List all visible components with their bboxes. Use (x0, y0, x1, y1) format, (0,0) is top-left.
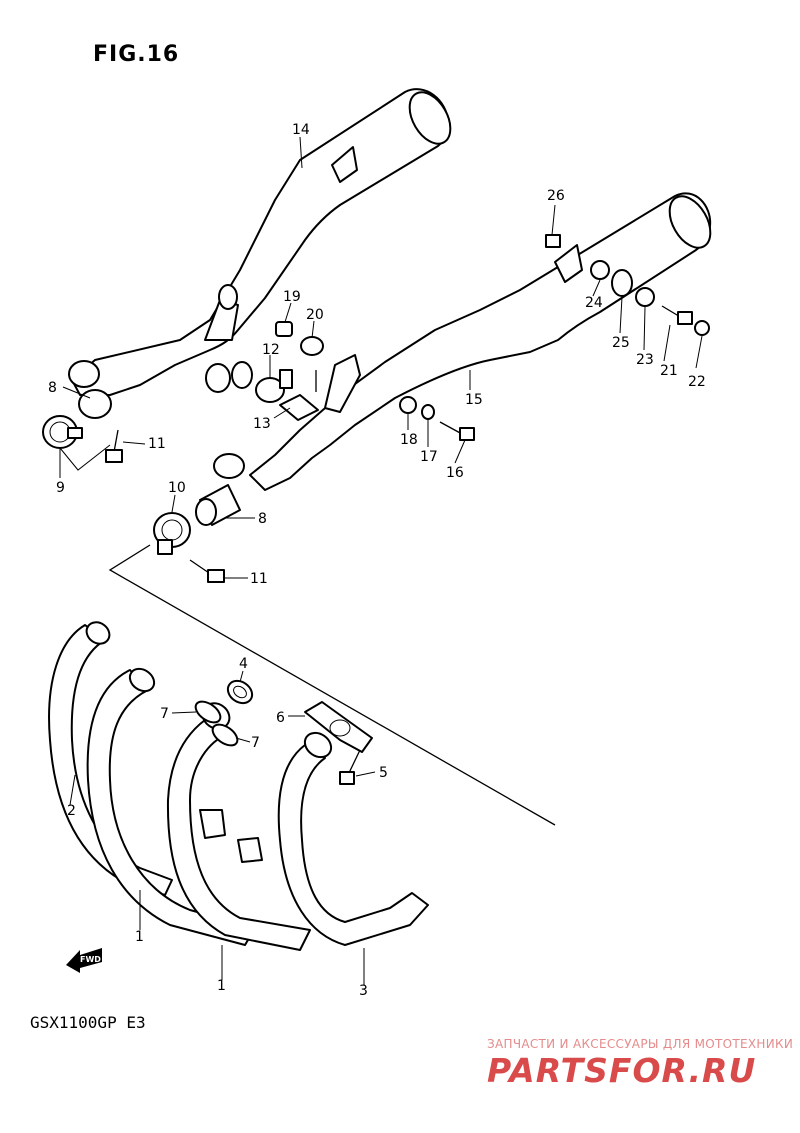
callout: 24 (585, 295, 603, 311)
callout: 4 (239, 656, 248, 672)
model-code: GSX1100GP E3 (30, 1013, 146, 1032)
callout: 8 (258, 511, 267, 527)
callout: 13 (253, 416, 271, 432)
svg-text:FWD: FWD (80, 955, 101, 964)
callout: 2 (67, 803, 76, 819)
flange-6 (304, 701, 373, 753)
cap-22 (694, 320, 710, 336)
callout: 15 (465, 392, 483, 408)
nut-26 (545, 234, 561, 248)
connector-pipe-8 (195, 484, 241, 526)
callout: 6 (276, 710, 285, 726)
callout: 25 (612, 335, 630, 351)
bolt-21 (661, 305, 693, 325)
callout: 7 (160, 706, 169, 722)
clamp-9 (42, 415, 83, 449)
watermark-subtitle: ЗАПЧАСТИ И АКСЕССУАРЫ ДЛЯ МОТОТЕХНИКИ (487, 1037, 794, 1051)
callout: 21 (660, 363, 678, 379)
callout: 1 (217, 978, 226, 994)
bushing-24 (590, 260, 610, 280)
callout: 26 (547, 188, 565, 204)
bolt-11-upper (105, 429, 123, 463)
fwd-arrow-icon: FWD (66, 948, 102, 973)
joint-7-lower (211, 723, 239, 747)
clamp-12 (255, 369, 293, 403)
callout-labels: 14 26 19 20 12 8 11 9 13 24 25 23 21 22 … (48, 122, 706, 999)
callout: 7 (251, 735, 260, 751)
washer-18 (399, 396, 417, 414)
washer-23 (635, 287, 655, 307)
bracket-center (324, 354, 361, 413)
section-boundary (108, 544, 556, 826)
callout: 1 (135, 929, 144, 945)
callout: 17 (420, 449, 438, 465)
bracket-13 (279, 394, 319, 421)
callout: 9 (56, 480, 65, 496)
leader-lines-lower (69, 670, 376, 985)
bushing-19 (275, 321, 293, 337)
callout: 11 (250, 571, 268, 587)
callout: 14 (292, 122, 310, 138)
nut-17 (421, 404, 435, 420)
figure-title: FIG.16 (93, 42, 180, 67)
leader-lines-upper (59, 136, 703, 579)
collar-20 (300, 336, 324, 356)
callout: 11 (148, 436, 166, 452)
joint-7-upper (194, 700, 222, 724)
gasket-4 (226, 679, 254, 705)
pipe-ends (68, 360, 253, 479)
bolt-16 (439, 421, 475, 441)
header-pipe-3 (277, 731, 429, 946)
header-pipe-2 (48, 621, 173, 896)
bolt-11-lower (189, 559, 225, 583)
callout: 18 (400, 432, 418, 448)
balance-pipes (199, 809, 263, 863)
callout: 5 (379, 765, 388, 781)
callout: 16 (446, 465, 464, 481)
callout: 22 (688, 374, 706, 390)
clamp-10 (153, 512, 191, 555)
callout: 10 (168, 480, 186, 496)
callout: 12 (262, 342, 280, 358)
watermark-logo: PARTSFOR.RU (487, 1051, 757, 1090)
callout: 19 (283, 289, 301, 305)
muffler-14 (71, 88, 452, 396)
callout: 3 (359, 983, 368, 999)
callout: 8 (48, 380, 57, 396)
callout: 20 (306, 307, 324, 323)
rubber-25 (611, 269, 633, 297)
bolt-5 (339, 749, 361, 785)
callout: 23 (636, 352, 654, 368)
